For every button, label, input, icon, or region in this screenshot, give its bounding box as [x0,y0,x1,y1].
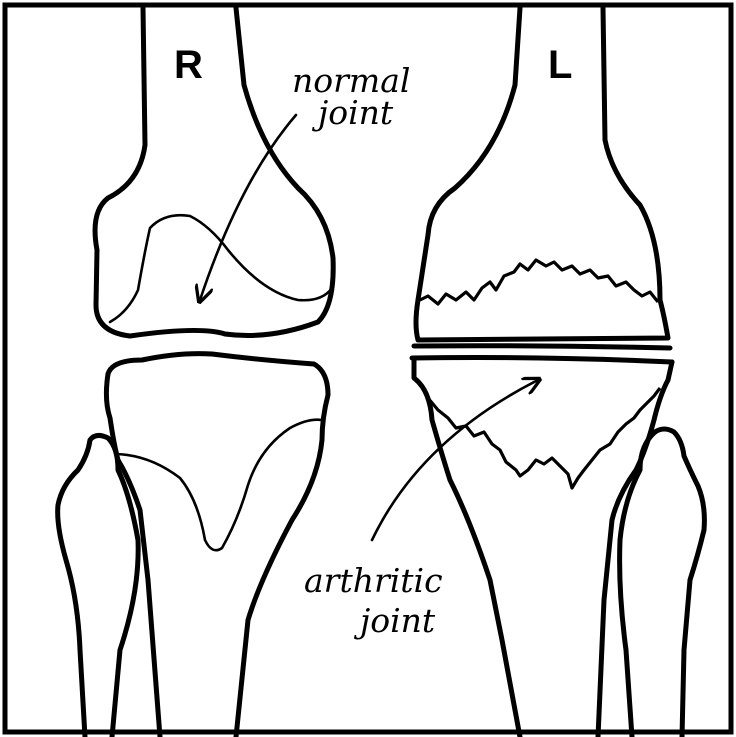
right-femur [95,8,333,336]
left-tibia-erosion [428,388,660,488]
right-femur-cartilage [110,215,332,322]
normal-label-line2: joint [311,93,394,132]
arthritic-joint-arrow [372,380,538,540]
left-fibula-inner [620,432,655,737]
right-knee [58,8,334,737]
left-femur [418,8,520,300]
right-tibia-inner [106,374,160,737]
right-side-label: R [174,43,203,87]
left-knee [412,8,704,737]
left-joint-line-bottom [412,358,672,363]
right-tibia [108,354,328,737]
left-tibia [414,360,520,737]
left-femur-erosion [420,260,658,304]
left-femur-joint-edge [416,300,668,340]
left-joint-line-top [414,346,670,348]
left-side-label: L [548,43,572,87]
left-femur-outer [603,8,660,300]
left-fibula [655,429,704,737]
arthritic-label-line2: joint [353,601,436,640]
right-tibia-cartilage [116,420,322,551]
arthritic-label-line1: arthritic [304,561,443,600]
